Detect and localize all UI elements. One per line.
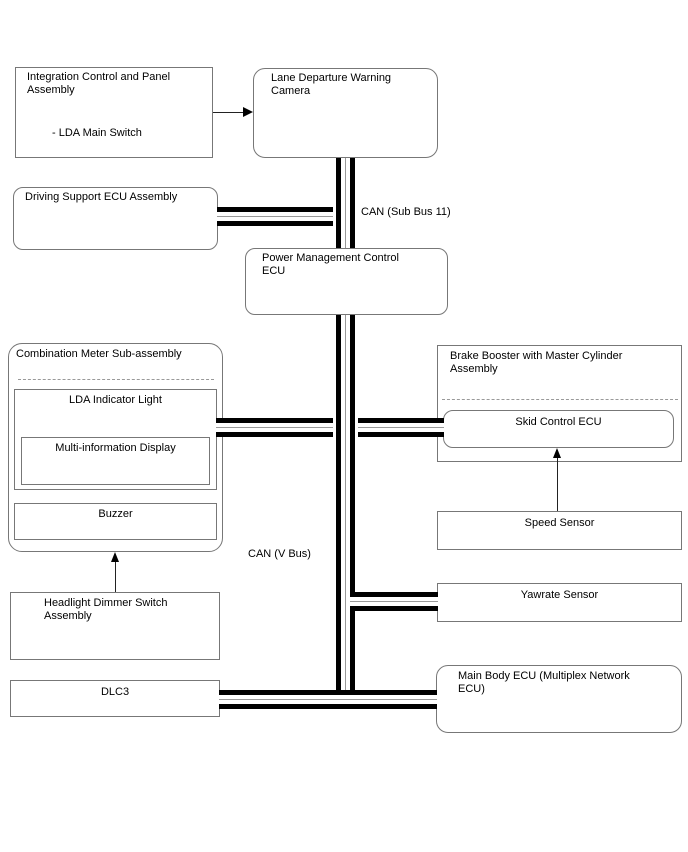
can-sub-bus-driving-support-line bbox=[217, 207, 356, 226]
integration-to-camera-arrow-line bbox=[213, 112, 245, 113]
lane-departure-warning-camera-box bbox=[253, 68, 438, 158]
can-v-bus-label: CAN (V Bus) bbox=[248, 548, 311, 560]
can-bus-dlc3-mainbody-line bbox=[219, 690, 437, 709]
driving-support-ecu-assembly-box bbox=[13, 187, 218, 250]
dlc3-box bbox=[10, 680, 220, 717]
power-management-label: Power Management Control ECU bbox=[262, 252, 399, 277]
headlight-to-meter-arrowhead-icon bbox=[111, 552, 119, 562]
can-bus-meter-to-skid-line bbox=[216, 418, 444, 437]
camera-label: Lane Departure Warning Camera bbox=[271, 72, 392, 97]
main-body-ecu-box bbox=[436, 665, 682, 733]
multi-information-display-label: Multi-information Display bbox=[55, 442, 176, 454]
driving-support-label: Driving Support ECU Assembly bbox=[25, 191, 178, 203]
headlight-dimmer-label: Headlight Dimmer Switch Assembly bbox=[44, 597, 168, 622]
skid-control-label: Skid Control ECU bbox=[515, 416, 602, 428]
integration-to-camera-arrowhead-icon bbox=[243, 107, 253, 117]
buzzer-label: Buzzer bbox=[98, 508, 133, 520]
combination-meter-title: Combination Meter Sub-assembly bbox=[16, 348, 182, 360]
can-trunk-upper-line bbox=[333, 158, 358, 248]
speed-sensor-box bbox=[437, 511, 682, 550]
can-bus-yawrate-line bbox=[350, 592, 438, 611]
combination-meter-divider-dashed-line bbox=[18, 379, 214, 380]
headlight-dimmer-switch-assembly-box bbox=[10, 592, 220, 660]
can-trunk-lower-line bbox=[333, 315, 358, 692]
brake-booster-title: Brake Booster with Master Cylinder Assem… bbox=[450, 350, 623, 375]
speed-sensor-label: Speed Sensor bbox=[524, 517, 595, 529]
yawrate-sensor-label: Yawrate Sensor bbox=[520, 589, 599, 601]
speed-sensor-to-skid-arrow-line bbox=[557, 457, 558, 511]
integration-label: Integration Control and Panel Assembly bbox=[27, 71, 171, 96]
lda-main-switch-label: - LDA Main Switch bbox=[52, 127, 142, 139]
multi-information-display-box bbox=[21, 437, 210, 485]
lda-indicator-label: LDA Indicator Light bbox=[69, 394, 162, 406]
skid-control-ecu-box bbox=[443, 410, 674, 448]
integration-control-panel-assembly-box bbox=[15, 67, 213, 158]
brake-booster-divider-dashed-line bbox=[442, 399, 678, 400]
speed-sensor-to-skid-arrowhead-icon bbox=[553, 448, 561, 458]
buzzer-box bbox=[14, 503, 217, 540]
dlc3-label: DLC3 bbox=[100, 686, 130, 698]
main-body-label: Main Body ECU (Multiplex Network ECU) bbox=[458, 670, 630, 695]
headlight-to-meter-arrow-line bbox=[115, 561, 116, 592]
yawrate-sensor-box bbox=[437, 583, 682, 622]
can-sub-bus-label: CAN (Sub Bus 11) bbox=[361, 206, 451, 218]
power-management-control-ecu-box bbox=[245, 248, 448, 315]
